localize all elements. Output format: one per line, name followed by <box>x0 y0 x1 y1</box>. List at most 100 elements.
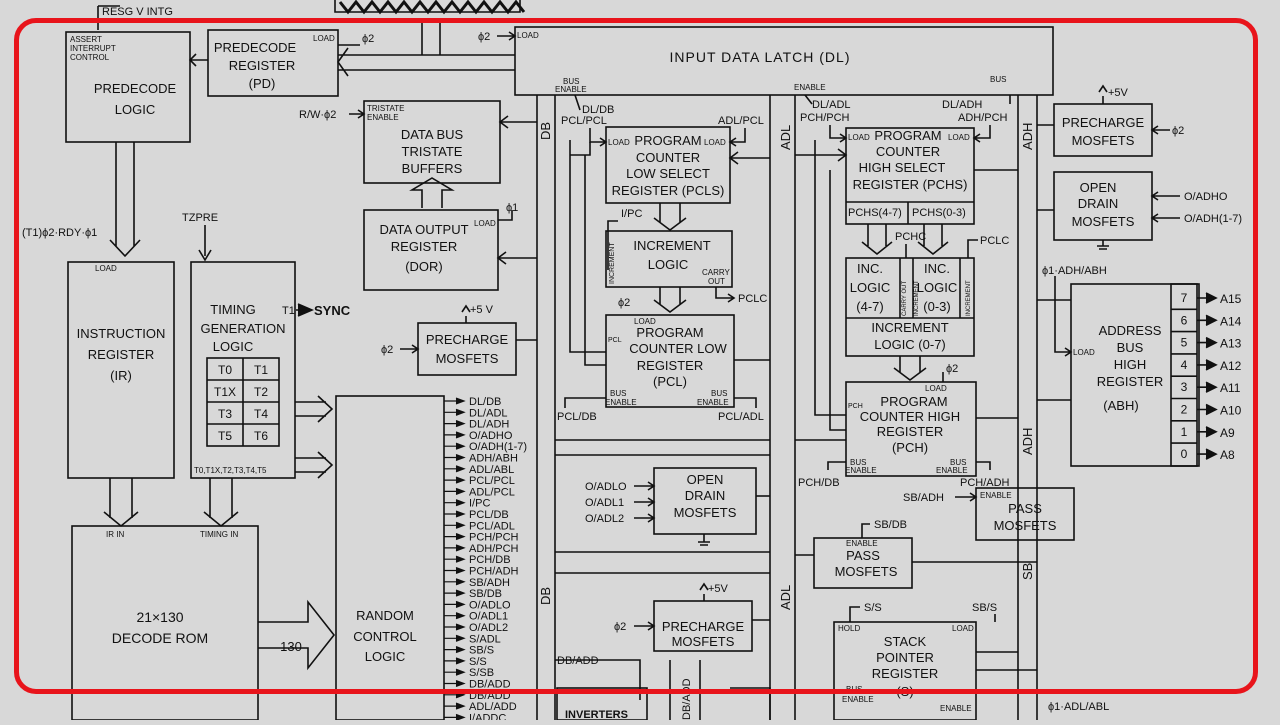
control-line-arrow <box>444 544 466 552</box>
abh-output-arrow <box>1197 448 1218 460</box>
control-line-arrow <box>444 646 466 654</box>
tristate-abbrev: BUFFERS <box>402 161 463 176</box>
control-line-label: PCH/DB <box>469 554 511 566</box>
precharge-mid-block: PRECHARGE MOSFETS +5V ϕ2 DB/ADD INVERTER… <box>555 572 771 721</box>
pcl-abbrev: (PCL) <box>653 374 687 389</box>
control-line-label: DB/ADD <box>469 679 511 691</box>
precharge-right-block: PRECHARGE MOSFETS +5V ϕ2 <box>1037 84 1184 157</box>
inc-0-7-subtitle: LOGIC (0-7) <box>874 337 946 352</box>
increment-low-block: INCREMENT LOGIC INCREMENT CARRY OUT PCLC… <box>605 230 767 313</box>
rom-title: 21×130 <box>136 609 183 625</box>
tristate-title: DATA BUS <box>401 127 464 142</box>
instruction-register-block: INSTRUCTION REGISTER (IR) LOAD (T1)ϕ2·RD… <box>22 227 175 539</box>
control-line-label: S/SB <box>469 667 494 679</box>
pcls-block: PROGRAM COUNTER LOW SELECT REGISTER (PCL… <box>561 115 770 270</box>
abh-output-arrow <box>1197 336 1218 349</box>
pcls-subtitle-2: LOW SELECT <box>626 166 710 181</box>
abh-load-label: LOAD <box>1073 348 1095 357</box>
pd-subtitle: REGISTER <box>229 58 295 73</box>
db-bus-label-2: DB <box>538 587 553 605</box>
sp-subtitle-2: REGISTER <box>872 666 938 681</box>
address-output-label: A13 <box>1220 337 1242 351</box>
od-mid-input: O/ADL1 <box>585 497 624 509</box>
timing-state-cell: T4 <box>254 407 268 421</box>
od-mid-input: O/ADL2 <box>585 513 624 525</box>
dl-load-label: LOAD <box>517 31 539 40</box>
timing-subtitle: GENERATION <box>201 321 286 336</box>
address-output-label: A10 <box>1220 404 1242 418</box>
precharge-mid-clock: ϕ2 <box>614 621 626 633</box>
pchs-title: PROGRAM <box>874 128 941 143</box>
inc-low-pclc-label: PCLC <box>738 293 767 305</box>
ir-in-label: IR IN <box>106 530 124 539</box>
control-line-label: O/ADH(1-7) <box>469 441 527 453</box>
abh-title: ADDRESS <box>1099 323 1162 338</box>
sb-bus-label: SB <box>1020 563 1035 580</box>
adl-bus-label: ADL <box>778 125 793 150</box>
control-line-list: DL/DBDL/ADLDL/ADHO/ADHOO/ADH(1-7)ADH/ABH… <box>444 396 527 724</box>
inverters-label: INVERTERS <box>565 709 628 720</box>
control-line-label: PCL/DB <box>469 509 509 521</box>
ir-load-label: LOAD <box>95 264 117 273</box>
pch-subtitle: COUNTER HIGH <box>860 409 960 424</box>
od-right-title: OPEN <box>1080 180 1117 195</box>
interrupt-label: INTERRUPT <box>70 44 116 53</box>
control-line-label: ADL/ADD <box>469 701 517 713</box>
control-line-arrow <box>444 499 466 507</box>
abh-block: ADDRESS BUS HIGH REGISTER (ABH) LOAD ϕ1·… <box>1037 265 1242 467</box>
pch-block: PROGRAM COUNTER HIGH REGISTER (PCH) PCH … <box>795 140 1018 489</box>
od-mid-input-arrow <box>634 497 656 507</box>
abh-bit-label: 4 <box>1181 358 1188 372</box>
dor-load-label: LOAD <box>474 219 496 228</box>
pcl-enable-label-2: ENABLE <box>697 398 729 407</box>
assert-label: ASSERT <box>70 35 102 44</box>
pchc-label: PCHC <box>895 231 926 243</box>
pd-abbrev: (PD) <box>249 76 276 91</box>
pchs-block: PROGRAM COUNTER HIGH SELECT REGISTER (PC… <box>795 112 1018 256</box>
pchs-4-7-label: PCHS(4-7) <box>848 207 902 219</box>
pchs-load-label-2: LOAD <box>948 133 970 142</box>
od-right-subtitle: DRAIN <box>1078 196 1118 211</box>
control-line-arrow <box>444 521 466 529</box>
open-drain-right-block: OPEN DRAIN MOSFETS O/ADHO O/ADH(1-7) <box>1037 171 1242 250</box>
control-line-label: ADL/PCL <box>469 486 515 498</box>
inc-0-3-title: INC. <box>924 261 950 276</box>
pch-adh-label: PCH/ADH <box>960 477 1010 489</box>
inc-hi-vertical-label: INCREMENT <box>914 280 920 316</box>
pchs-0-3-label: PCHS(0-3) <box>912 207 966 219</box>
precharge-right-clock: ϕ2 <box>1172 125 1184 137</box>
dor-abbrev: (DOR) <box>405 259 443 274</box>
pd-load-label: LOAD <box>313 34 335 43</box>
adl-bus-label-2: ADL <box>778 585 793 610</box>
control-line-label: S/ADL <box>469 633 501 645</box>
resg-intg-label: RESG V INTG <box>102 6 173 18</box>
inc-0-3-range: (0-3) <box>923 299 950 314</box>
tristate-subtitle: TRISTATE <box>402 144 463 159</box>
db-add-label: DB/ADD <box>557 655 599 667</box>
control-line-arrow <box>444 533 466 541</box>
address-output-label: A14 <box>1220 314 1242 328</box>
top-strip: RESG V INTG ASSERT INTERRUPT CONTROL <box>70 0 526 62</box>
rw-clock-label: R/W·ϕ2 <box>299 109 336 121</box>
pch-clock-label: ϕ2 <box>946 363 958 375</box>
sp-hold-label: HOLD <box>838 624 860 633</box>
address-output-label: A9 <box>1220 426 1235 440</box>
abh-output-arrow <box>1197 314 1218 327</box>
sp-bus-label: BUS <box>846 685 862 694</box>
pchs-subtitle-3: REGISTER (PCHS) <box>853 177 968 192</box>
precharge-left-subtitle: MOSFETS <box>436 351 499 366</box>
timing-state-cell: T0 <box>218 363 232 377</box>
control-line-arrow <box>444 476 466 484</box>
pch-tag: PCH <box>848 403 863 410</box>
control-line-arrow <box>444 713 466 721</box>
pcls-subtitle-3: REGISTER (PCLS) <box>612 183 725 198</box>
abh-subtitle-3: REGISTER <box>1097 374 1163 389</box>
abh-subtitle: BUS <box>1117 340 1144 355</box>
address-output-label: A12 <box>1220 359 1242 373</box>
pcl-bus-label-1: BUS <box>610 389 626 398</box>
bus-lines: DB ADL ADH ADH SB DB ADL <box>536 95 1038 720</box>
